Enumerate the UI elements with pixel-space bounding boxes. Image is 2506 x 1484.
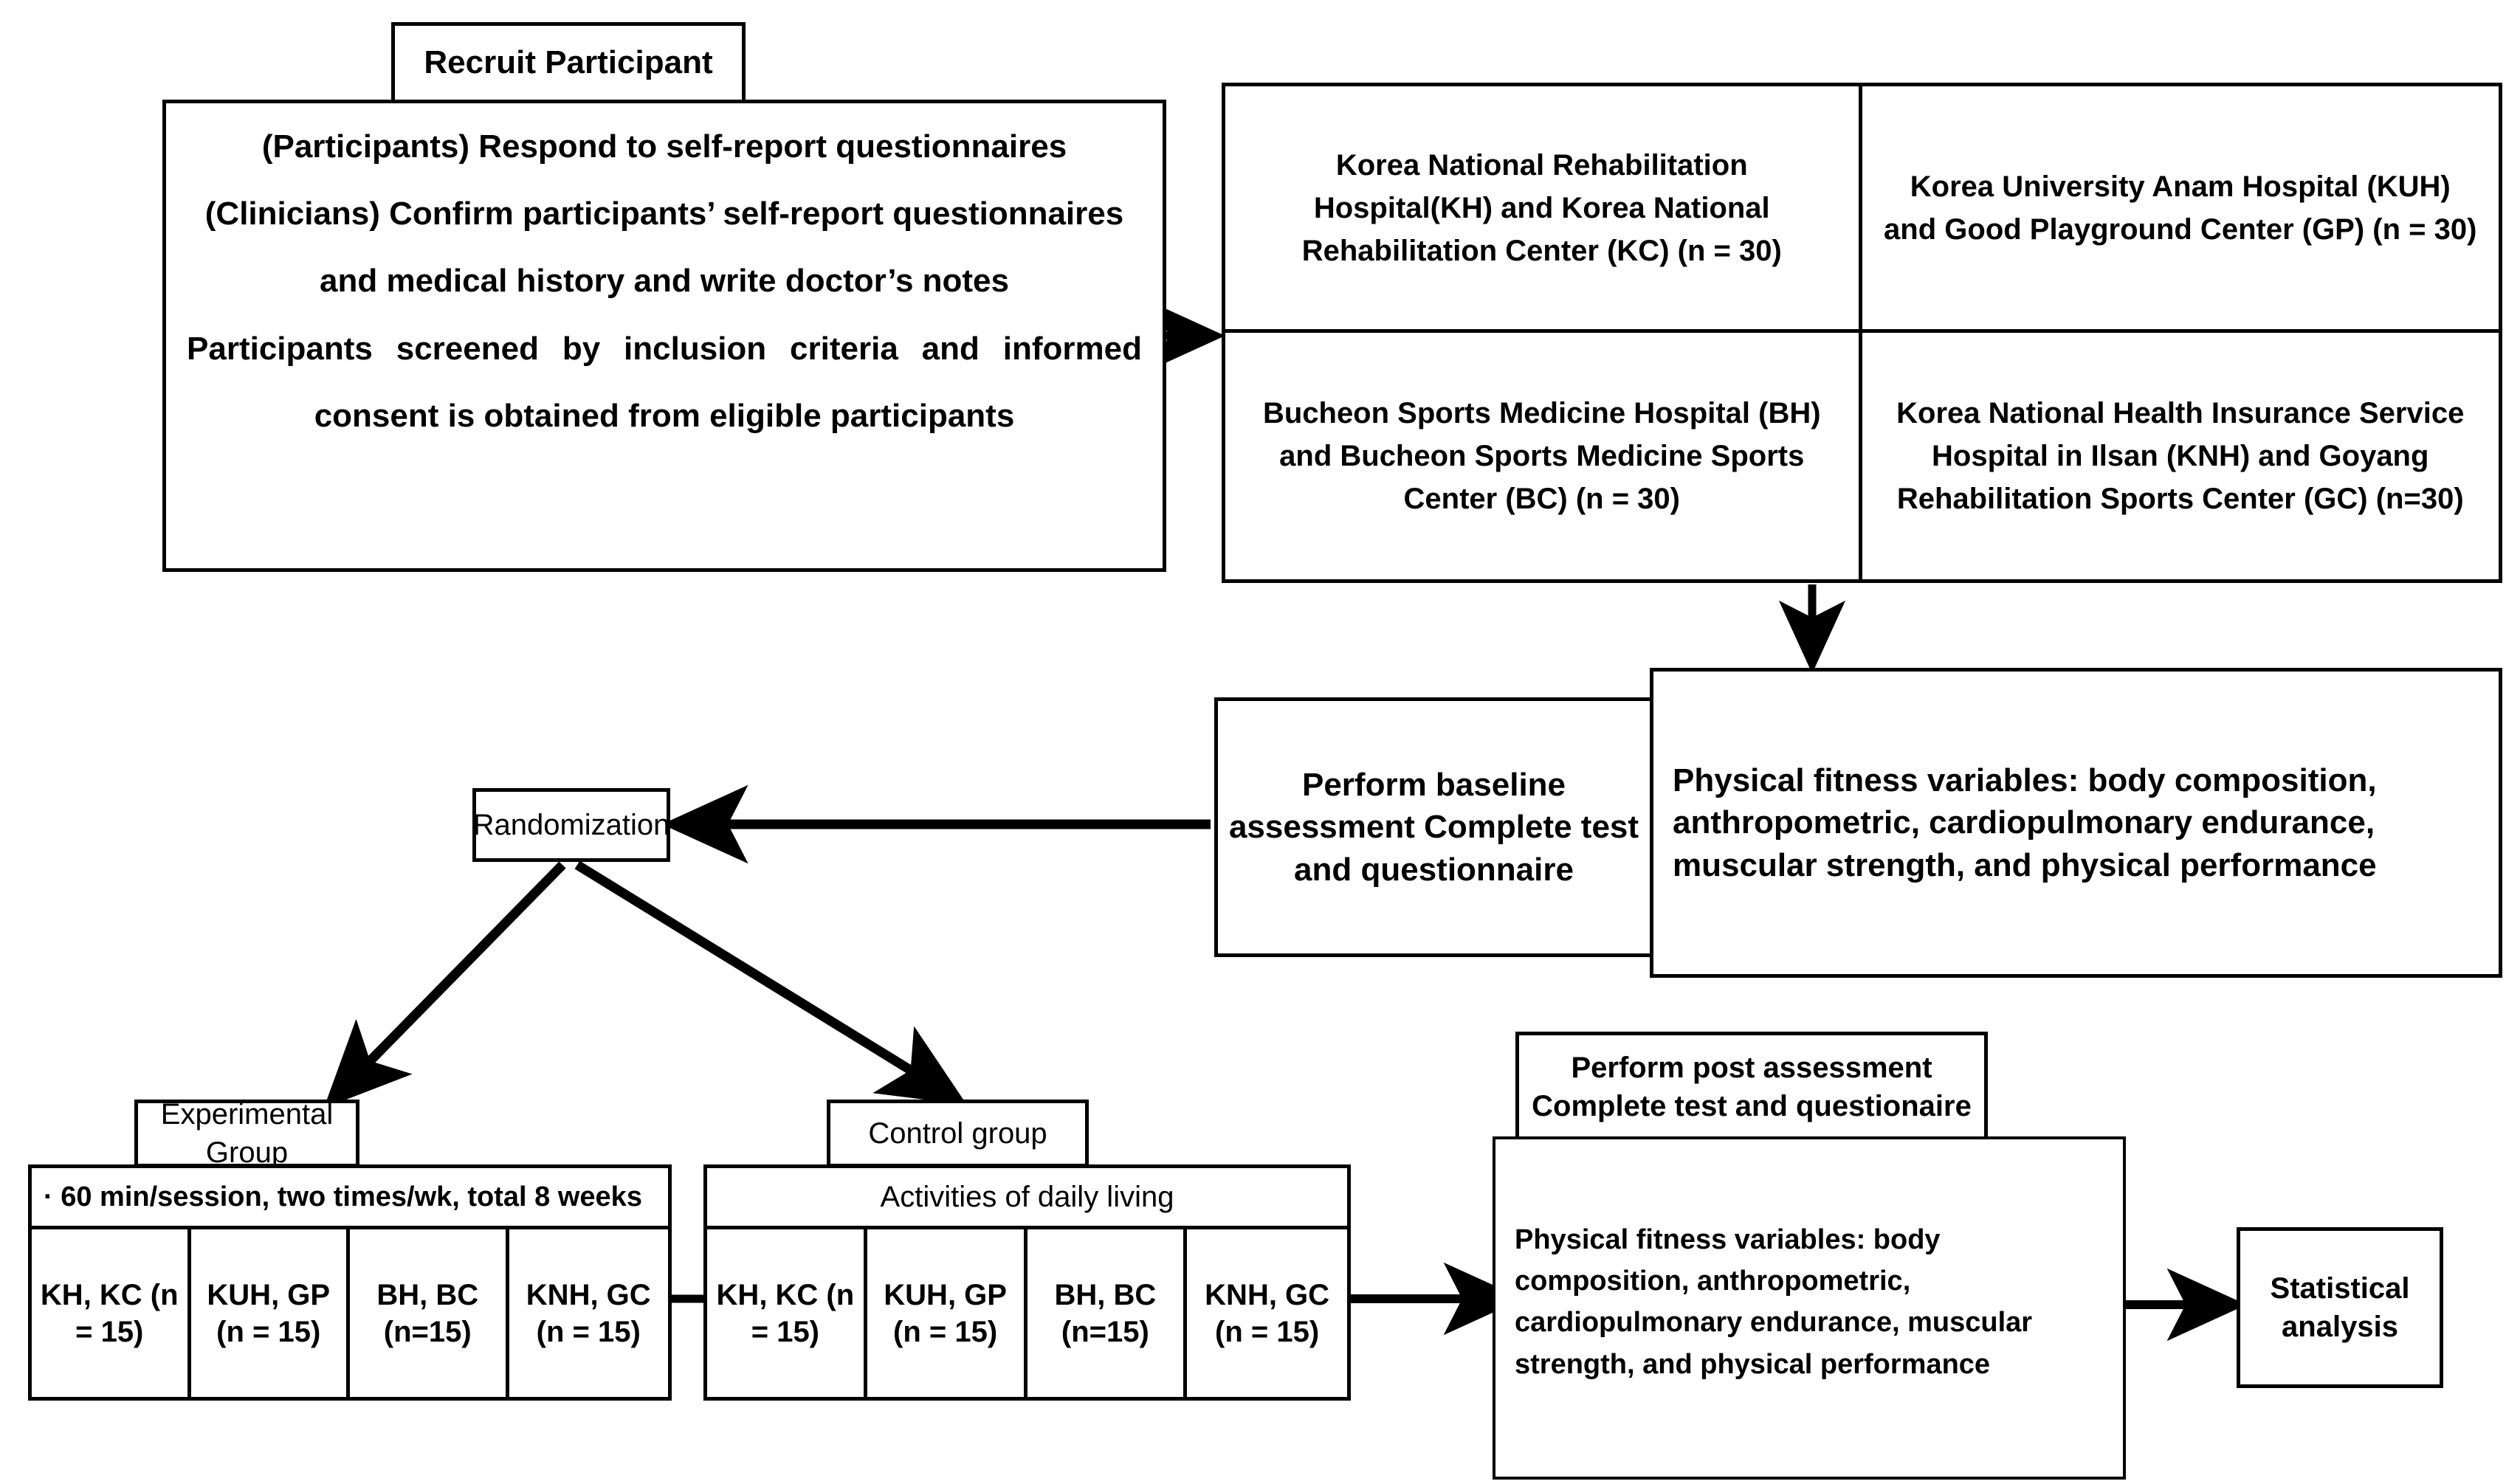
ctl-cell-knh-gc: KNH, GC (n = 15) (1205, 1278, 1330, 1348)
recruit-participant-detail-box: (Participants) Respond to self-report qu… (162, 100, 1166, 572)
control-group-description: Activities of daily living (707, 1168, 1347, 1229)
baseline-assessment-box: Perform baseline assessment Complete tes… (1214, 697, 1653, 957)
exp-cell-kh-kc: KH, KC (n = 15) (32, 1229, 191, 1397)
randomization-box: Randomization (472, 788, 670, 862)
site-cell-knh-gc: Korea National Health Insurance Service … (1896, 397, 2465, 515)
baseline-fitness-variables-label: Physical fitness variables: body composi… (1673, 762, 2377, 883)
baseline-assessment-label: Perform baseline assessment Complete tes… (1228, 767, 1639, 888)
post-assessment-title-box: Perform post assessment Complete test an… (1515, 1032, 1988, 1142)
statistical-analysis-box: Statistical analysis (2237, 1227, 2443, 1388)
exp-cell-kuh-gp: KUH, GP (n = 15) (191, 1229, 350, 1397)
statistical-analysis-label: Statistical analysis (2270, 1272, 2410, 1343)
experimental-group-title-label: Experimental Group (160, 1098, 334, 1169)
connector-randomization-to-control (574, 860, 967, 1105)
post-fitness-variables-box: Physical fitness variables: body composi… (1493, 1136, 2126, 1480)
control-group-site-cells: KH, KC (n = 15) KUH, GP (n = 15) BH, BC … (707, 1229, 1347, 1397)
recruit-participant-title-label: Recruit Participant (424, 44, 713, 81)
recruit-line-1: (Participants) Respond to self-report qu… (261, 128, 1067, 165)
recruit-participant-title-box: Recruit Participant (391, 22, 746, 103)
connector-randomization-to-experimental (323, 861, 566, 1108)
experimental-group-site-cells: KH, KC (n = 15) KUH, GP (n = 15) BH, BC … (32, 1229, 668, 1397)
recruit-line-2: (Clinicians) Confirm participants’ self-… (204, 196, 1124, 232)
randomization-label: Randomization (472, 809, 670, 841)
ctl-cell-bh-bc: BH, BC (n=15) (1027, 1229, 1188, 1397)
site-cell-kh-kc: Korea National Rehabilitation Hospital(K… (1225, 86, 1862, 333)
post-fitness-variables-label: Physical fitness variables: body composi… (1515, 1224, 2033, 1380)
site-cell-kuh-gp: Korea University Anam Hospital (KUH) and… (1862, 86, 2499, 333)
site-cell-bh-bc: Bucheon Sports Medicine Hospital (BH) an… (1225, 333, 1862, 579)
recruit-line-4: Participants screened by inclusion crite… (187, 330, 1142, 367)
recruitment-sites-grid: Korea National Rehabilitation Hospital(K… (1222, 83, 2502, 583)
control-group-title-box: Control group (827, 1100, 1089, 1167)
ctl-cell-kh-kc: KH, KC (n = 15) (707, 1229, 867, 1397)
control-group-box: Activities of daily living KH, KC (n = 1… (703, 1164, 1351, 1401)
experimental-group-description: · 60 min/session, two times/wk, total 8 … (32, 1168, 668, 1229)
exp-cell-knh-gc: KNH, GC (n = 15) (526, 1278, 651, 1348)
exp-cell-bh-bc: BH, BC (n=15) (350, 1229, 509, 1397)
experimental-group-title-box: Experimental Group (134, 1098, 359, 1169)
recruit-line-5: consent is obtained from eligible partic… (314, 397, 1015, 434)
post-assessment-title-label: Perform post assessment Complete test an… (1532, 1052, 1972, 1122)
baseline-fitness-variables-box: Physical fitness variables: body composi… (1650, 668, 2502, 978)
recruit-line-3: and medical history and write doctor’s n… (320, 263, 1009, 300)
ctl-cell-kuh-gp: KUH, GP (n = 15) (867, 1229, 1027, 1397)
experimental-group-box: · 60 min/session, two times/wk, total 8 … (28, 1164, 672, 1401)
control-group-title-label: Control group (868, 1117, 1047, 1150)
